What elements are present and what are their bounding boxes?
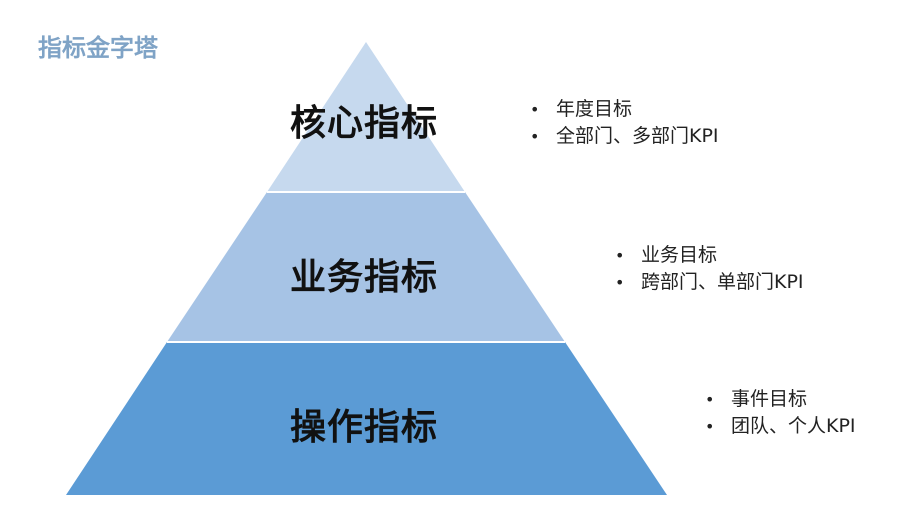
layer-label-core: 核心指标 — [289, 103, 438, 144]
pyramid-layer-top — [267, 42, 465, 192]
bullet-item: 事件目标 — [705, 386, 856, 413]
bullet-item: 年度目标 — [530, 96, 719, 123]
bullet-item: 跨部门、单部门KPI — [615, 269, 804, 296]
diagram-title: 指标金字塔 — [38, 34, 158, 62]
layer-label-operation: 操作指标 — [289, 407, 438, 448]
bullet-list-core: 年度目标 全部门、多部门KPI — [530, 96, 719, 150]
bullet-list-business: 业务目标 跨部门、单部门KPI — [615, 242, 804, 296]
bullet-list-operation: 事件目标 团队、个人KPI — [705, 386, 856, 440]
bullet-item: 全部门、多部门KPI — [530, 123, 719, 150]
pyramid-layer-middle — [167, 192, 565, 342]
bullet-item: 业务目标 — [615, 242, 804, 269]
bullet-item: 团队、个人KPI — [705, 413, 856, 440]
layer-label-business: 业务指标 — [289, 257, 438, 298]
pyramid-layer-bottom — [66, 342, 667, 495]
